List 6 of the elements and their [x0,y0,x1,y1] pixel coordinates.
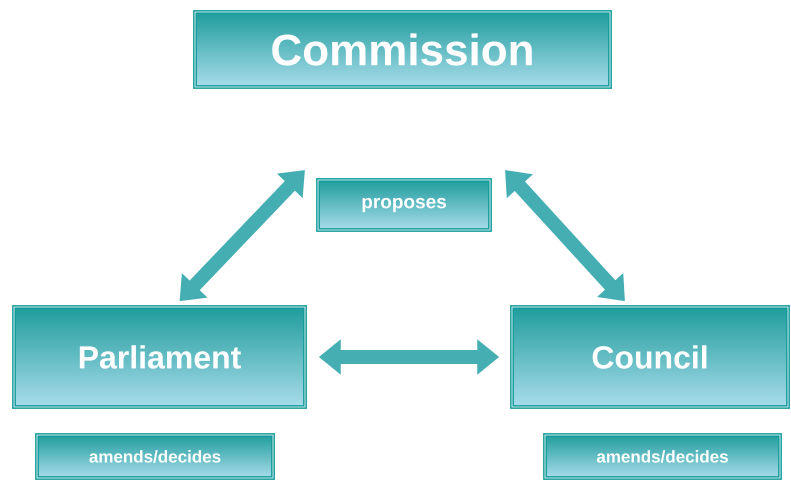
title-box: Commission [193,10,612,89]
label-box: amends/decides [35,433,275,480]
entity-box: Council [510,305,790,409]
label-box: proposes [316,178,492,232]
entity-box: Parliament [12,305,307,409]
label-box: amends/decides [543,433,782,480]
